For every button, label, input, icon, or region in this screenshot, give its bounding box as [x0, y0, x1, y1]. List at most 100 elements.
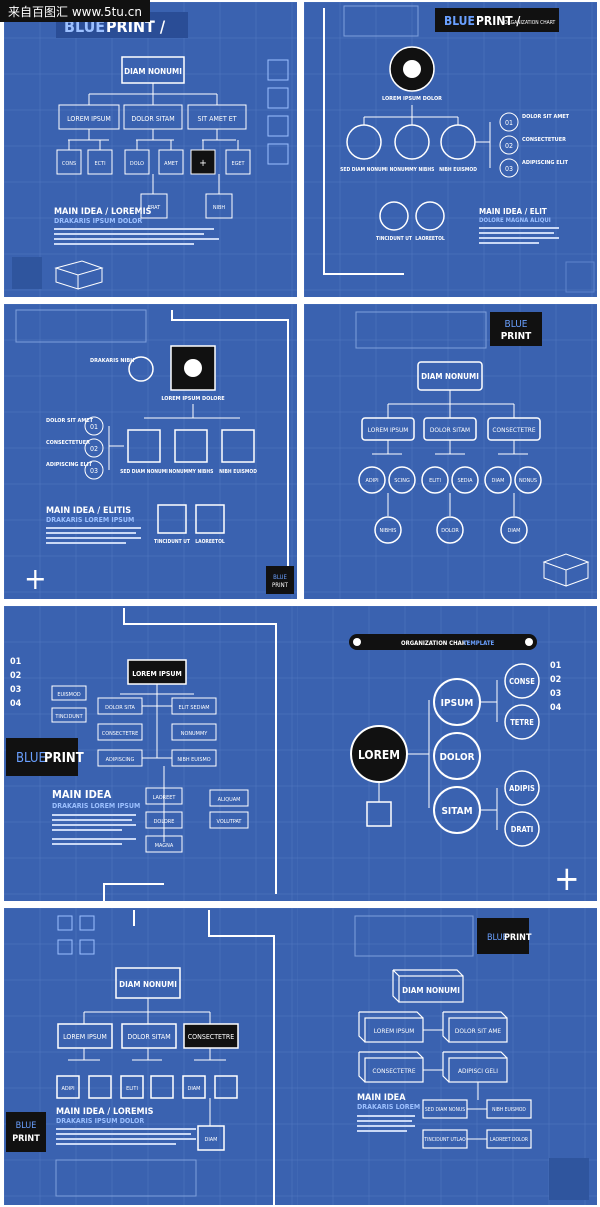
p7-logo-print: PRINT [12, 1134, 40, 1144]
p7-mid-1: DOLOR SITAM [127, 1033, 170, 1041]
p5-col3-0: LAOREET [153, 795, 177, 801]
panel-3d-boxes: BLUE PRINT DIAM NONUMI LOREM IPSUM CONSE… [297, 908, 597, 1205]
p3-num-1: 02 [90, 445, 98, 453]
p8-small-3: LAOREET DOLOR [490, 1137, 528, 1143]
p3-root-label: LOREM IPSUM DOLORE [161, 396, 225, 402]
p4-bottom-0: NIBHIS [380, 528, 397, 534]
p6-root-node: LOREM [358, 748, 400, 762]
p5-col2-2: NIBH EUISMO [177, 757, 210, 763]
p3-plus-icon: + [24, 562, 47, 597]
panel-6-diagram: ORGANIZATION CHART TEMPLATE LOREM IPSUM … [297, 606, 597, 901]
p6-num-0: 01 [550, 661, 562, 671]
p2-main-title: MAIN IDEA / ELIT [479, 207, 547, 216]
p3-num-2: 03 [90, 467, 98, 475]
p7-leaf-0: ADIPI [61, 1086, 74, 1092]
p8-sub-title: DRAKARIS LOREM [357, 1103, 420, 1111]
panel-7-diagram: DIAM NONUMI LOREM IPSUM DOLOR SITAM CONS… [4, 908, 297, 1205]
panel-org-chart-circles: BLUE PRINT / ORGANIZATION CHART LOREM IP… [304, 2, 597, 297]
p4-mid-2: CONSECTETRE [492, 426, 535, 434]
p3-box-0: SED DIAM NONUMI [120, 469, 168, 475]
p7-leaf-2: DIAM [188, 1086, 201, 1092]
p2-num-label-1: CONSECTETUER [522, 137, 566, 143]
p3-logo-print: PRINT [272, 582, 289, 589]
p3-box-2: NIBH EUISMOD [219, 469, 257, 475]
p1-sub-0: ERAT [148, 205, 161, 211]
watermark: 来自百图汇 www.5tu.cn [0, 0, 150, 22]
p7-logo-blue: BLUE [16, 1121, 37, 1131]
p6-num-1: 02 [550, 675, 561, 685]
p6-mid-2: SITAM [441, 806, 472, 817]
p7-mid-2: CONSECTETRE [188, 1033, 234, 1041]
p8-root-node: DIAM NONUMI [402, 986, 460, 995]
p2-title-print: PRINT / [476, 14, 520, 28]
panel-3-diagram: DRAKARIS NIBH LOREM IPSUM DOLORE SED DIA… [4, 304, 297, 599]
panel-5-diagram: 01 02 03 04 LOREM IPSUM EUISMOD TINCIDUN… [4, 606, 297, 901]
p2-sub-title: DOLORE MAGNA ALIQUI [479, 217, 551, 224]
panel-8-diagram: BLUE PRINT DIAM NONUMI LOREM IPSUM CONSE… [297, 908, 597, 1205]
p8-main-title: MAIN IDEA [357, 1093, 406, 1103]
p5-logo-blue: BLUE [16, 751, 46, 766]
p5-col4-0: ALIQUAM [218, 797, 241, 803]
p8-logo-blue: BLUE [487, 933, 508, 943]
p4-circle-5: NONUS [519, 478, 537, 484]
p4-circle-3: SEDIA [458, 478, 474, 484]
p7-leaf-1: ELITI [126, 1086, 138, 1092]
p5-col1-1: CONSECTETRE [102, 731, 139, 737]
p6-num-3: 04 [550, 703, 562, 713]
p1-mid-0: LOREM IPSUM [67, 115, 111, 123]
p4-circle-4: DIAM [492, 478, 505, 484]
p3-box-1: NONUMMY NIBHS [169, 469, 214, 475]
p6-right-2: ADIPIS [509, 784, 535, 793]
p1-leaf-3: AMET [164, 161, 179, 167]
p2-circle-1: NONUMMY NIBHS [390, 167, 435, 173]
p1-side-icons [267, 59, 289, 165]
p6-num-2: 03 [550, 689, 561, 699]
p6-mid-1: DOLOR [439, 752, 474, 763]
p5-num-3: 04 [10, 699, 22, 709]
blueprint-grid [297, 606, 597, 901]
p7-sub-title: DRAKARIS IPSUM DOLOR [56, 1117, 144, 1125]
p8-small-0: SED DIAM NONUS [425, 1107, 465, 1113]
p3-logo-blue: BLUE [273, 574, 287, 581]
p8-small-1: NIBH EUISMOD [492, 1107, 526, 1113]
p5-col1-0: DOLOR SITA [105, 705, 135, 711]
p5-col3-1: DOLORE [154, 819, 175, 825]
p1-main-title: MAIN IDEA / LOREMIS [54, 207, 152, 217]
p3-num-label-2: ADIPISCING ELIT [46, 462, 93, 468]
p5-left-1: TINCIDUNT [54, 714, 83, 720]
p2-num-label-0: DOLOR SIT AMET [522, 114, 570, 120]
p1-sub-title: DRAKARIS IPSUM DOLOR [54, 217, 142, 225]
p1-leaf-5: EGET [231, 161, 245, 167]
panel-org-chart-boxes: DRAKARIS NIBH LOREM IPSUM DOLORE SED DIA… [4, 304, 297, 599]
p7-main-title: MAIN IDEA / LOREMIS [56, 1107, 154, 1117]
p6-right-0: CONSE [509, 677, 535, 686]
panel-org-chart-template: ORGANIZATION CHART TEMPLATE LOREM IPSUM … [297, 606, 597, 901]
p1-mid-1: DOLOR SITAM [131, 115, 174, 123]
panel-tree-icons: DIAM NONUMI LOREM IPSUM DOLOR SITAM CONS… [4, 908, 297, 1205]
p2-root-label: LOREM IPSUM DOLOR [382, 96, 442, 102]
p8-right-1: ADIPISCI GELI [458, 1067, 498, 1075]
p3-side-label: DRAKARIS NIBH [90, 358, 134, 364]
panel-flow-blueprint: 01 02 03 04 LOREM IPSUM EUISMOD TINCIDUN… [4, 606, 297, 901]
p4-bottom-1: DOLOR [441, 528, 459, 534]
p5-col2-1: NONUMMY [181, 731, 208, 737]
p2-num-1: 02 [505, 142, 513, 150]
p8-logo-print: PRINT [504, 933, 532, 943]
p6-plus-icon: + [554, 859, 580, 899]
p2-num-label-2: ADIPISCING ELIT [522, 160, 569, 166]
p3-num-label-1: CONSECTETUER [46, 440, 90, 446]
p5-sub-title: DRAKARIS LOREM IPSUM [52, 802, 140, 810]
p5-col3-2: MAGNA [155, 843, 174, 849]
panel-tree-circles: BLUE PRINT DIAM NONUMI LOREM IPSUM DOLOR… [304, 304, 597, 599]
p2-small-1: LAOREETOL [415, 236, 445, 242]
panel-2-diagram: BLUE PRINT / ORGANIZATION CHART LOREM IP… [304, 2, 597, 297]
p6-banner-title: ORGANIZATION CHART [401, 640, 470, 647]
p1-leaf-0: CONS [62, 161, 76, 167]
p6-mid-0: IPSUM [441, 698, 474, 709]
p1-root-node: DIAM NONUMI [124, 67, 182, 76]
p7-extra-node: DIAM [205, 1137, 218, 1143]
p1-sub-1: NIBH [213, 205, 226, 211]
p5-num-2: 03 [10, 685, 21, 695]
p2-num-2: 03 [505, 165, 513, 173]
p5-logo-print: PRINT [44, 751, 84, 766]
